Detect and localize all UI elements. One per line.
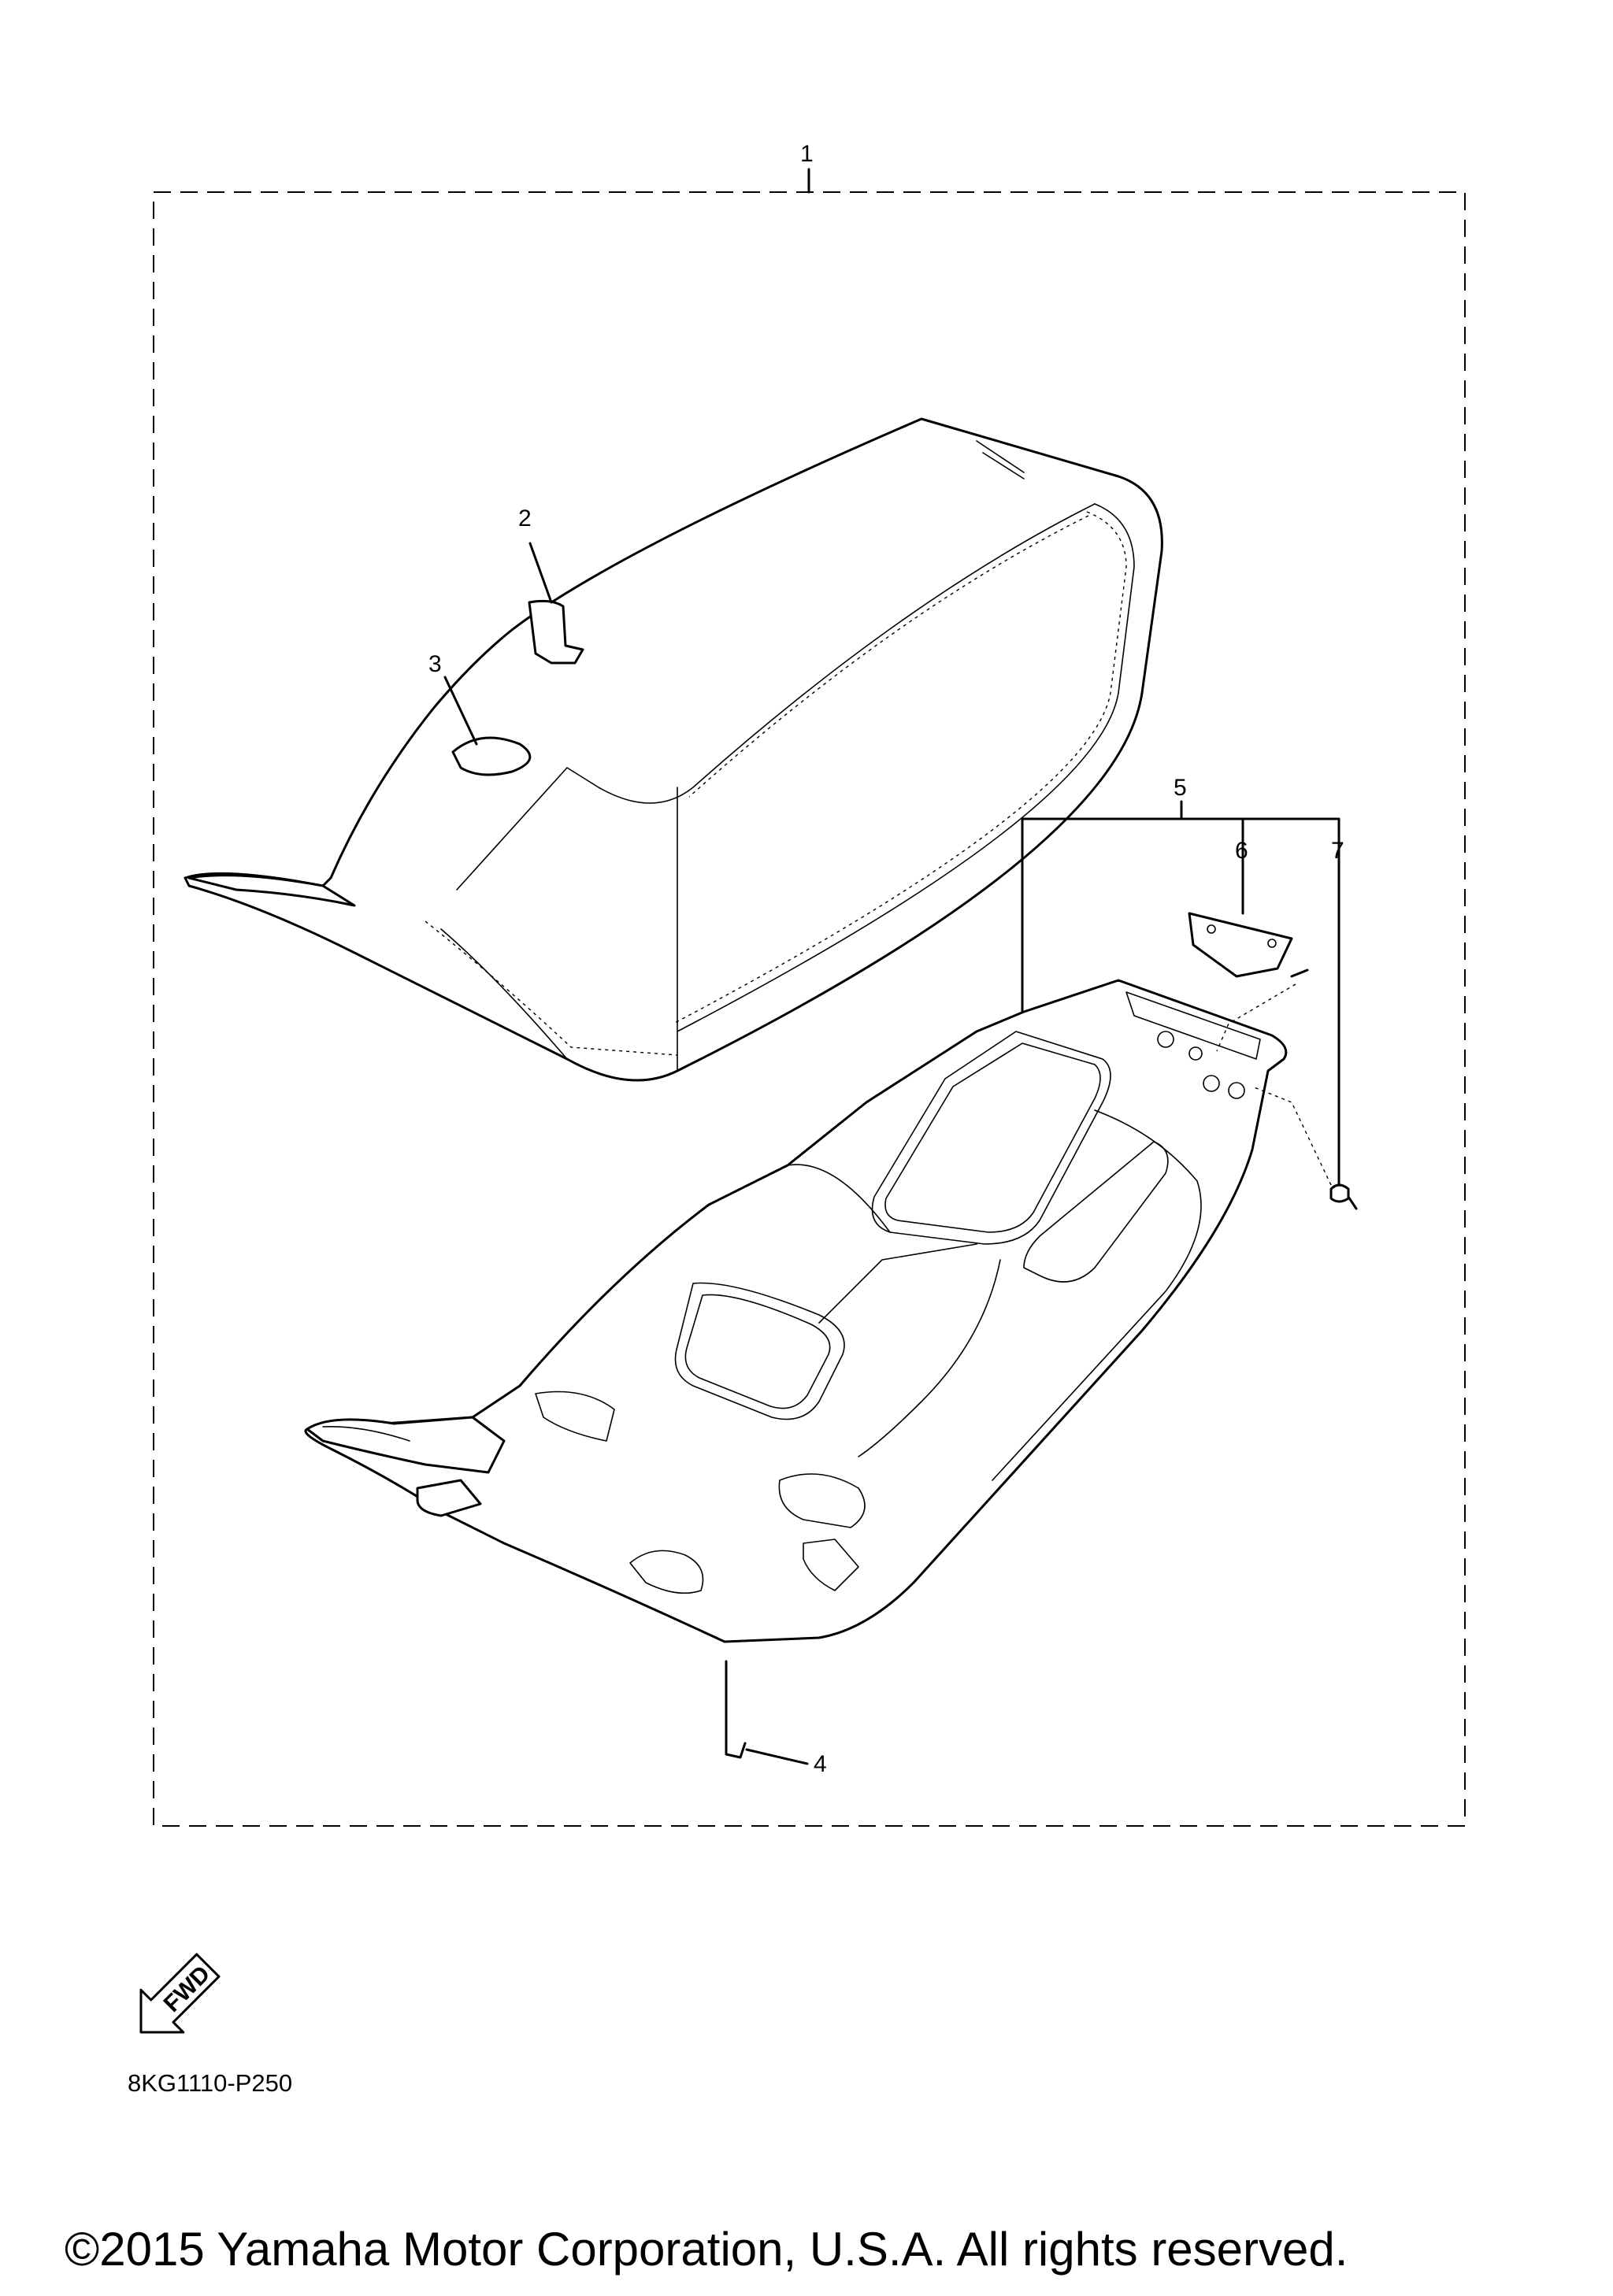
seat-base — [304, 979, 1288, 1643]
copyright-notice: ©2015 Yamaha Motor Corporation, U.S.A. A… — [65, 2223, 1348, 2276]
screw-part-7 — [1329, 1183, 1350, 1203]
callout-3: 3 — [428, 651, 442, 677]
callout-5-bracket — [1021, 800, 1340, 1013]
callout-1: 1 — [800, 141, 814, 167]
callout-5: 5 — [1174, 775, 1187, 801]
callout-4: 4 — [814, 1751, 827, 1777]
grab-recess-part-3 — [451, 736, 532, 776]
clip-part-4 — [725, 1739, 747, 1759]
part-code-label: 8KG1110-P250 — [128, 2069, 293, 2097]
callout-7: 7 — [1331, 838, 1344, 864]
callout-6: 6 — [1235, 838, 1248, 864]
callout-2-leader — [528, 542, 553, 604]
callout-2: 2 — [518, 505, 532, 531]
latch-plate-part-6 — [1188, 912, 1293, 978]
strap-tab-part-2 — [528, 599, 584, 665]
seat-assembly — [184, 417, 1163, 1082]
callout-3-leader — [443, 676, 478, 746]
forward-arrow-icon: FWD — [139, 1953, 221, 2034]
